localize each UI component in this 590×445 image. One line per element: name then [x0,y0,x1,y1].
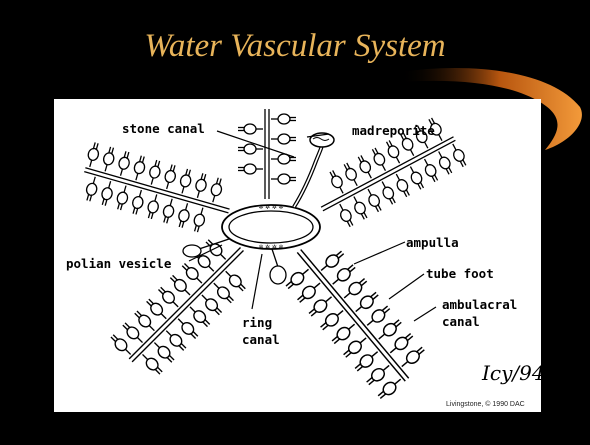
label-ambulacral-canal-line2: canal [442,315,480,329]
label-stone-canal: stone canal [122,122,205,136]
label-madreporite: madreporite [352,124,435,138]
svg-text:✲ ✲ ✲ ✲: ✲ ✲ ✲ ✲ [258,244,283,251]
label-ring-canal-line2: canal [242,333,280,347]
label-ampulla: ampulla [406,236,459,250]
slide-title: Water Vascular System [0,28,590,65]
radial-canal-arm-upper-left [76,142,237,239]
label-ambulacral-canal-line1: ambulacral [442,298,517,312]
label-ring-canal-line1: ring [242,316,272,330]
stone-canal [294,145,322,207]
diagram-panel: ✲ ✲ ✲ ✲ ✲ ✲ ✲ ✲ ston [54,99,541,412]
svg-text:✲ ✲ ✲ ✲: ✲ ✲ ✲ ✲ [258,204,283,211]
label-polian-vesicle: polian vesicle [66,257,171,271]
radial-canal-arm-lower-right [274,230,432,401]
label-tube-foot: tube foot [426,267,494,281]
ring-canal: ✲ ✲ ✲ ✲ ✲ ✲ ✲ ✲ [222,204,320,251]
radial-canal-arm-top [238,109,296,199]
image-credit: Livingstone, © 1990 DAC [446,401,525,408]
artist-signature: Icy/94 [482,361,545,385]
